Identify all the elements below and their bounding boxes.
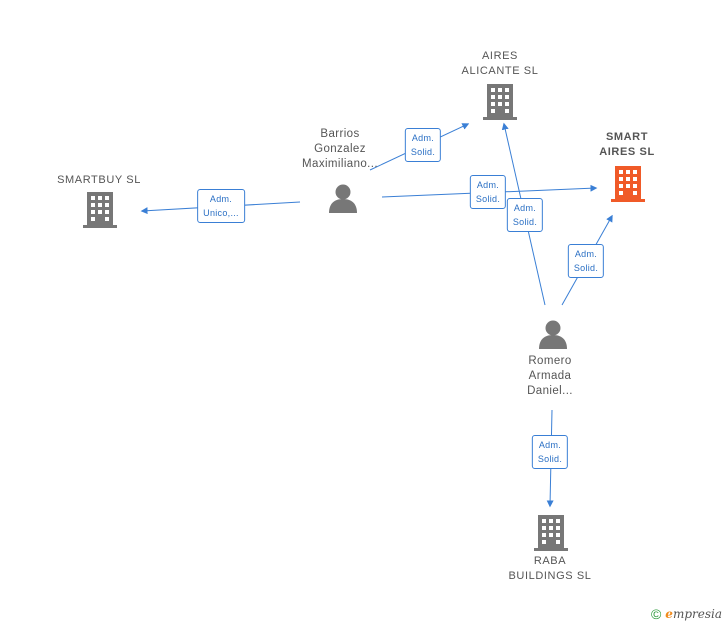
company-label-raba-buildings[interactable]: RABA BUILDINGS SL xyxy=(508,555,592,582)
person-icon[interactable] xyxy=(328,183,358,213)
copyright-icon: © xyxy=(650,606,662,622)
person-icon[interactable] xyxy=(538,319,568,349)
edge-label-romero-raba-buildings[interactable]: Adm. Solid. xyxy=(531,435,569,469)
edge-label-romero-smart-aires[interactable]: Adm. Solid. xyxy=(567,244,605,278)
edge-label-barrios-smart-aires[interactable]: Adm. Solid. xyxy=(469,175,507,209)
brand-footer: © empresia xyxy=(651,606,722,622)
edge-label-barrios-smartbuy[interactable]: Adm. Unico,... xyxy=(197,189,245,223)
company-label-smartbuy[interactable]: SMARTBUY SL xyxy=(57,174,141,186)
person-label-barrios[interactable]: Barrios Gonzalez Maximiliano... xyxy=(302,128,378,170)
building-icon-focus[interactable] xyxy=(611,166,645,202)
brand-logo[interactable]: empresia xyxy=(665,607,722,621)
person-label-romero[interactable]: Romero Armada Daniel... xyxy=(527,355,573,397)
building-icon[interactable] xyxy=(83,192,117,228)
company-label-smart-aires[interactable]: SMART AIRES SL xyxy=(599,131,655,158)
edge-label-barrios-aires-alicante[interactable]: Adm. Solid. xyxy=(404,128,442,162)
edge-label-romero-aires-alicante[interactable]: Adm. Solid. xyxy=(506,198,544,232)
building-icon[interactable] xyxy=(534,515,568,551)
company-label-aires-alicante[interactable]: AIRES ALICANTE SL xyxy=(461,50,539,77)
building-icon[interactable] xyxy=(483,84,517,120)
